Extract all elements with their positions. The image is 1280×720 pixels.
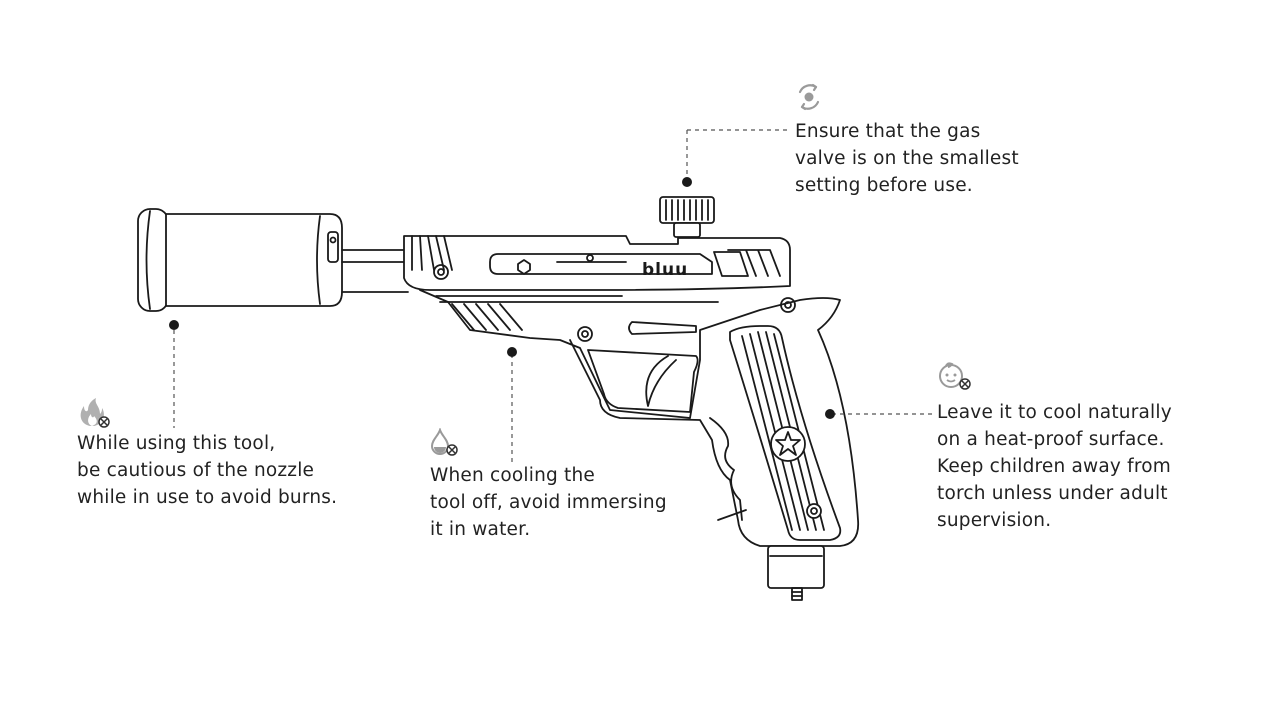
callout-children-line-2: on a heat-proof surface. xyxy=(937,429,1165,450)
brand-logo-text: bluu xyxy=(642,260,688,280)
torch-grip xyxy=(709,325,842,541)
callout-children: Leave it to cool naturally on a heat-pro… xyxy=(937,399,1172,534)
anchor-valve xyxy=(682,177,692,187)
callout-valve-line-1: Ensure that the gas xyxy=(795,121,981,142)
gas-valve-knob xyxy=(659,196,715,238)
callout-water-line-1: When cooling the xyxy=(430,465,596,486)
torch-slide xyxy=(403,235,791,291)
gas-connector xyxy=(767,545,825,601)
no-water-icon xyxy=(430,428,458,456)
no-fire-icon xyxy=(80,398,110,428)
no-children-icon xyxy=(939,362,971,390)
callout-nozzle-line-3: while in use to avoid burns. xyxy=(77,487,338,508)
callout-water-line-2: tool off, avoid immersing xyxy=(430,492,667,513)
callout-nozzle-line-1: While using this tool, xyxy=(77,433,276,454)
anchor-children xyxy=(825,409,835,419)
anchor-water xyxy=(507,347,517,357)
callout-children-line-1: Leave it to cool naturally xyxy=(937,402,1172,423)
callout-children-line-5: supervision. xyxy=(937,510,1052,531)
callout-valve: Ensure that the gas valve is on the smal… xyxy=(795,118,1019,199)
callout-valve-line-2: valve is on the smallest xyxy=(795,148,1019,169)
callout-children-line-3: Keep children away from xyxy=(937,456,1171,477)
nozzle-cylinder xyxy=(137,208,409,312)
callout-children-line-4: torch unless under adult xyxy=(937,483,1168,504)
anchor-nozzle xyxy=(169,320,179,330)
callout-nozzle: While using this tool, be cautious of th… xyxy=(77,430,337,511)
gas-valve-icon xyxy=(798,83,820,111)
callout-nozzle-line-2: be cautious of the nozzle xyxy=(77,460,315,481)
callout-water-line-3: it in water. xyxy=(430,519,531,540)
callout-water: When cooling the tool off, avoid immersi… xyxy=(430,462,667,543)
callout-valve-line-3: setting before use. xyxy=(795,175,973,196)
